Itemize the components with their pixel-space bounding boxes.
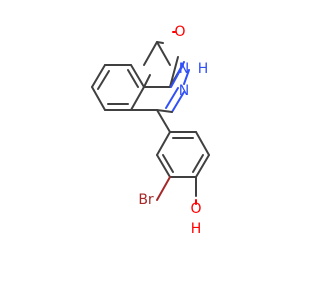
fused-benzene-ring: [91, 64, 145, 111]
bromine-label: Br: [138, 192, 154, 208]
background: [0, 0, 300, 300]
carbonyl-group: [156, 31, 176, 44]
imine-nitrogen-label: N: [179, 83, 189, 99]
aryl-link-bond: [156, 109, 171, 133]
bromine-bond: [156, 176, 171, 201]
hydroxyl-hydrogen-label: H: [191, 221, 202, 237]
hydroxyl-oxygen-label: O: [190, 201, 201, 217]
molecule-diagram: O N H N Br O H: [0, 0, 300, 300]
bromohydroxyphenyl-ring: [156, 131, 210, 178]
amide-hydrogen-label: H: [198, 61, 209, 77]
pyridazinone-ring: [130, 41, 190, 113]
amide-nitrogen-label: N: [179, 61, 189, 77]
carbonyl-oxygen-label: O: [174, 24, 185, 40]
